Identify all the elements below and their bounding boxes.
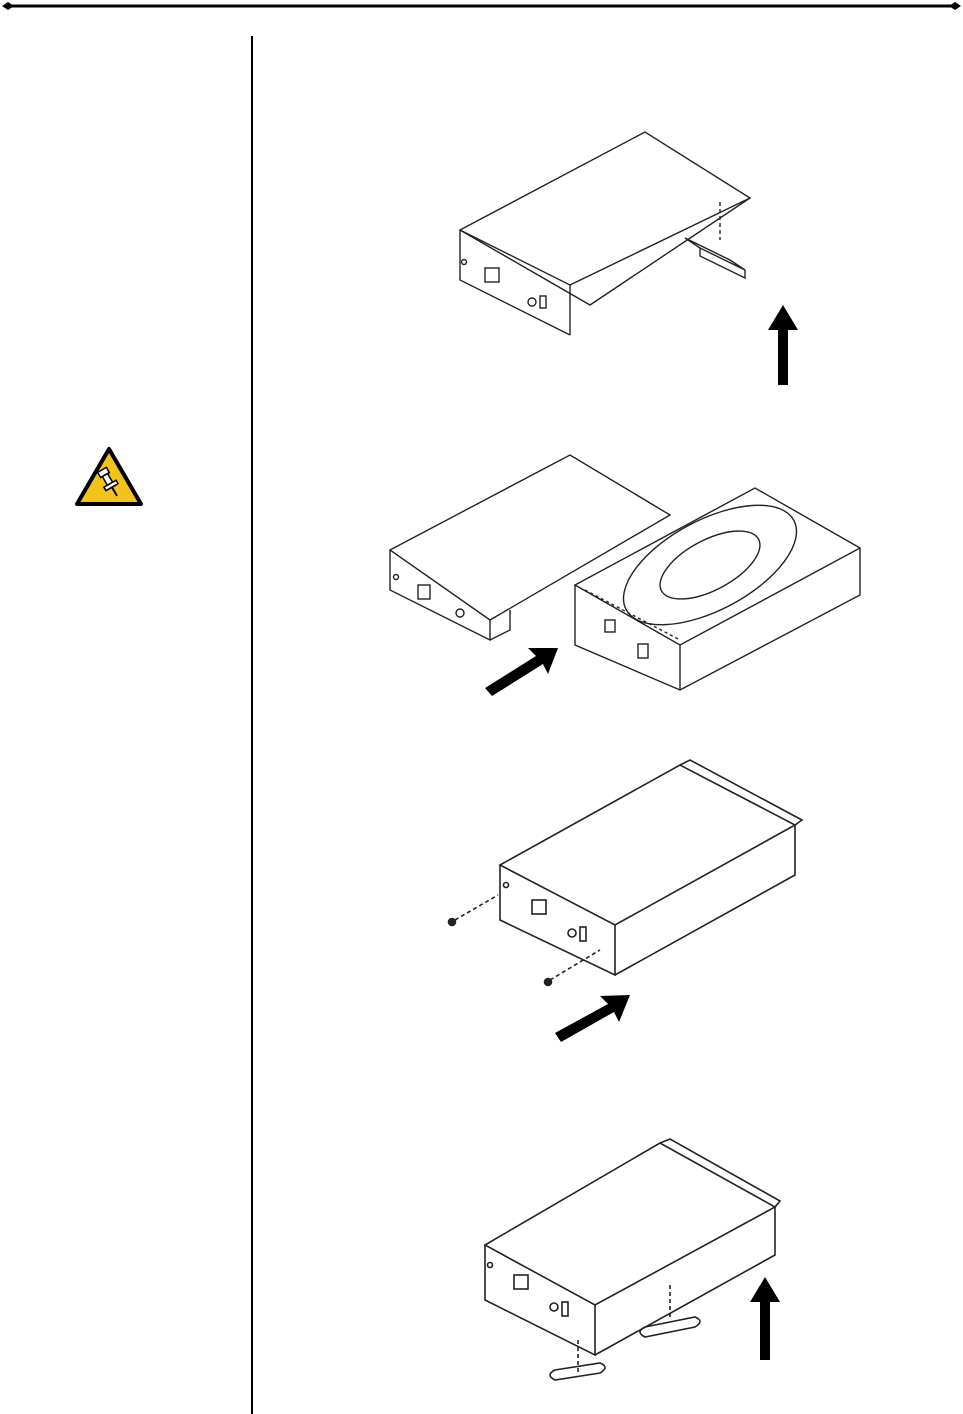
arrow-diagonal-icon — [555, 995, 630, 1042]
figure-secure-front-screws — [440, 755, 820, 1045]
sidebar-divider — [251, 36, 253, 1414]
figure-attach-rubber-feet — [470, 1135, 810, 1385]
header-rule — [0, 0, 963, 14]
figure-insert-drive-into-case — [380, 450, 870, 700]
pushpin-note-icon — [74, 446, 144, 508]
arrow-diagonal-icon — [485, 648, 558, 696]
figure-remove-bottom-cover — [440, 120, 840, 400]
arrow-up-icon — [768, 305, 798, 385]
arrow-up-icon — [750, 1277, 780, 1360]
